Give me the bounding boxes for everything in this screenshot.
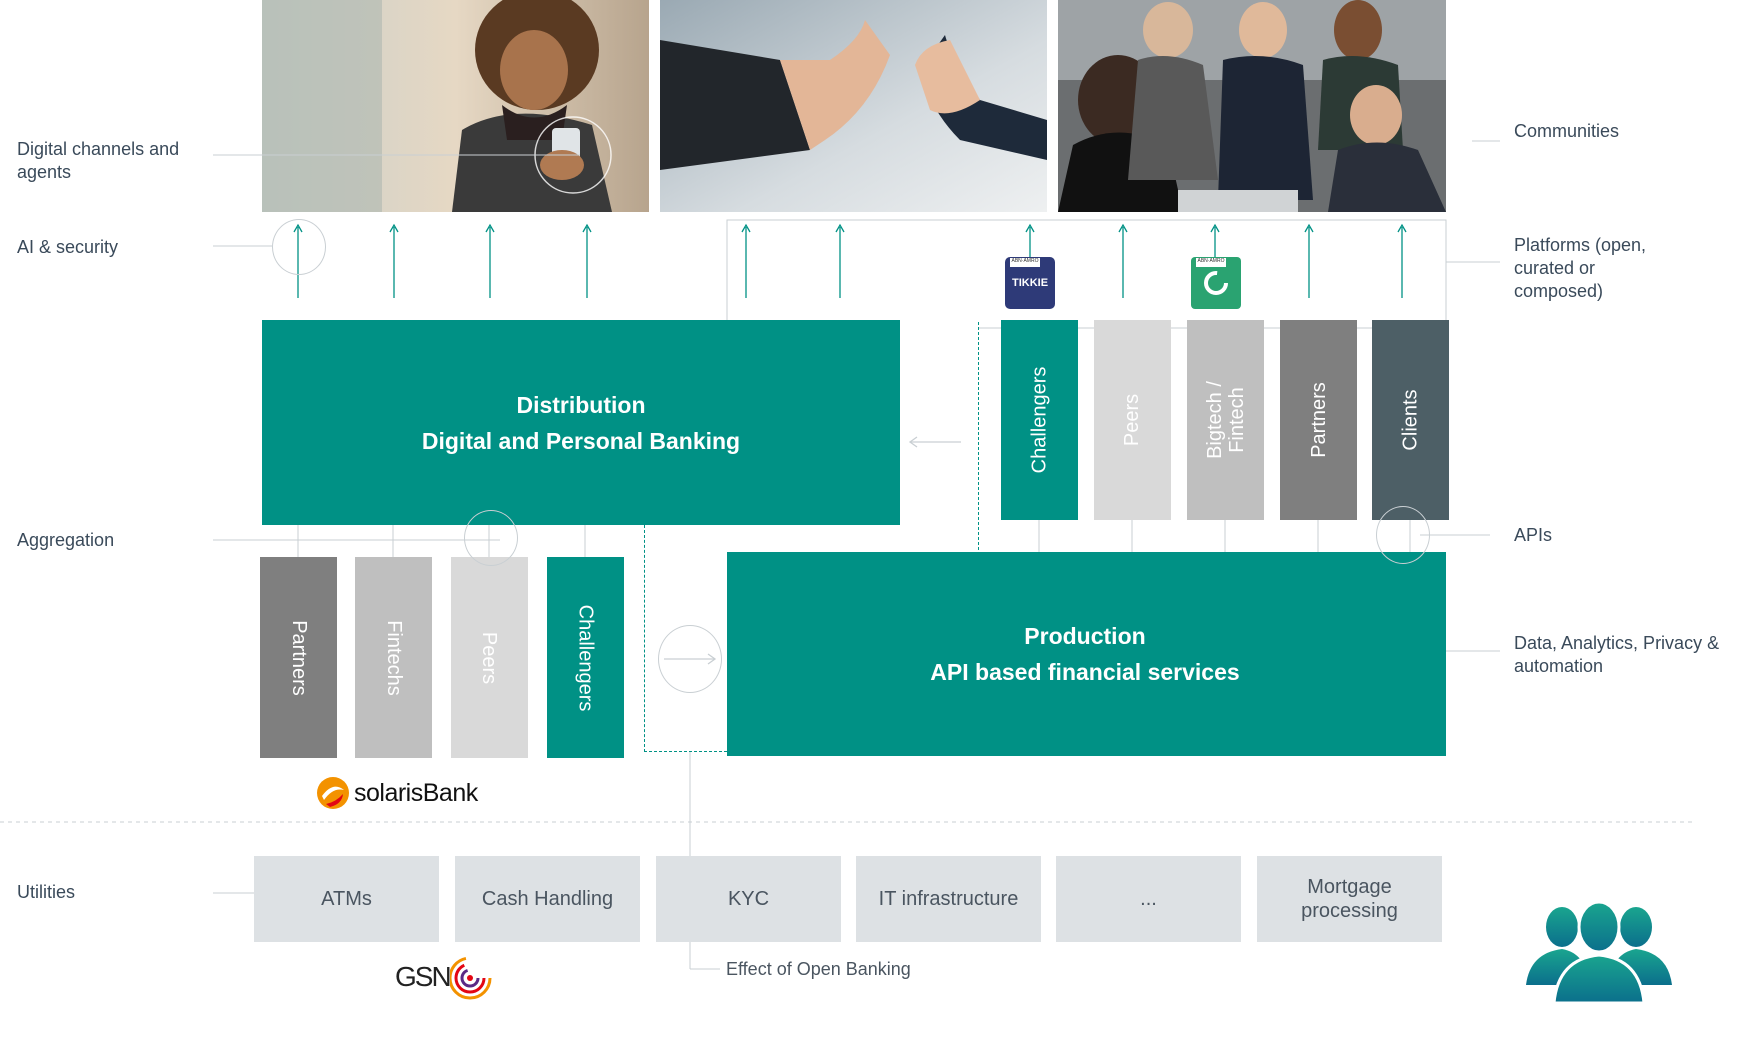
abn-badge-2: ABN·AMRO [1196,258,1226,267]
production-block [727,552,1446,756]
photo-community [1058,0,1446,212]
arrow-right-icon [664,653,717,665]
top-bar-label: Challengers [1028,366,1051,474]
top-bar-label: Clients [1399,389,1422,451]
top-bar-label: Bigtech / Fintech [1203,381,1248,459]
effect-ring [658,625,722,693]
top-bar-label: Partners [1307,382,1330,458]
utility-box: Mortgage processing [1257,856,1442,942]
production-line2: API based financial services [930,659,1240,685]
utility-label: KYC [727,888,770,910]
solaris-sun-icon [317,777,349,809]
label-platforms: Platforms (open, curated or composed) [1514,235,1647,301]
arrow-up-icon [1210,223,1220,260]
arrow-up-icon [1304,223,1314,298]
utility-box: KYC [656,856,841,942]
abn-text-1: ABN·AMRO [1011,258,1039,264]
gsn-text: GSN [395,961,452,992]
open-banking-channel-top [900,322,979,550]
arrow-up-icon [835,223,845,298]
effect-of-open-banking: Effect of Open Banking [726,959,911,979]
utility-box: Cash Handling [455,856,640,942]
c-icon [1204,271,1228,295]
arrow-up-icon [1118,223,1128,298]
top-bar-clients: Clients [1372,320,1449,520]
distribution-line1: Distribution [516,392,646,418]
arrow-left-icon [908,436,961,448]
bottom-bar-challengers: Challengers [547,557,624,758]
arrow-up-icon [1025,223,1035,260]
distribution-title: Distribution Digital and Personal Bankin… [262,387,900,459]
utility-label: IT infrastructure [878,888,1019,910]
abn-badge-1: ABN·AMRO [1010,258,1040,267]
production-line1: Production [1024,623,1146,649]
arrow-up-icon [741,223,751,298]
bottom-bar-label: Challengers [574,604,597,711]
gsn-logo: GSN [395,952,496,1002]
label-data-analytics: Data, Analytics, Privacy & automation [1514,633,1720,676]
top-bar-label: Peers [1121,393,1144,447]
arrow-up-icon [485,223,495,298]
utility-box: IT infrastructure [856,856,1041,942]
bottom-bar-partners: Partners [260,557,337,758]
bottom-bar-label: Fintechs [382,619,405,696]
top-bar-challengers: Challengers [1001,320,1078,520]
top-bar-peers: Peers [1094,320,1171,520]
arrow-up-icon [293,223,1407,298]
utility-label: ... [1140,888,1157,910]
solarisbank-logo: solarisBank [316,776,478,810]
abn-text-2: ABN·AMRO [1197,258,1225,264]
label-digital-channels: Digital channels and agents [17,139,180,182]
utility-label: ATMs [321,888,372,910]
tikkie-text: TIKKIE [1011,277,1049,289]
photo-woman-phone [262,0,649,212]
label-ai-security: AI & security [17,237,119,257]
production-title: Production API based financial services [880,618,1290,690]
bottom-bar-fintechs: Fintechs [355,557,432,758]
bottom-bar-label: Peers [478,631,501,684]
gsn-rings-icon [449,956,492,1000]
arrow-up-icon [582,223,592,298]
top-bar-partners: Partners [1280,320,1357,520]
label-communities: Communities [1514,121,1620,141]
people-group-icon [1526,900,1672,1003]
utility-box: ATMs [254,856,439,942]
distribution-line2: Digital and Personal Banking [421,428,741,454]
arrow-up-icon [1397,223,1407,298]
aggregation-ring [464,510,518,566]
bottom-bar-peers: Peers [451,557,528,758]
api-ring [1376,506,1430,564]
top-bar-bigtech-fintech: Bigtech / Fintech [1187,320,1264,520]
label-aggregation: Aggregation [17,530,115,550]
label-apis: APIs [1514,525,1553,545]
ai-security-ring [272,219,326,275]
solarisbank-text: solarisBank [354,778,478,807]
distribution-lower [262,320,900,525]
photo-handshake [660,0,1047,212]
utility-box: ... [1056,856,1241,942]
utility-label: Mortgage processing [1301,876,1398,922]
bottom-bar-label: Partners [287,619,310,696]
label-utilities: Utilities [17,882,76,902]
utility-label: Cash Handling [481,888,614,910]
arrow-up-icon [389,223,399,298]
